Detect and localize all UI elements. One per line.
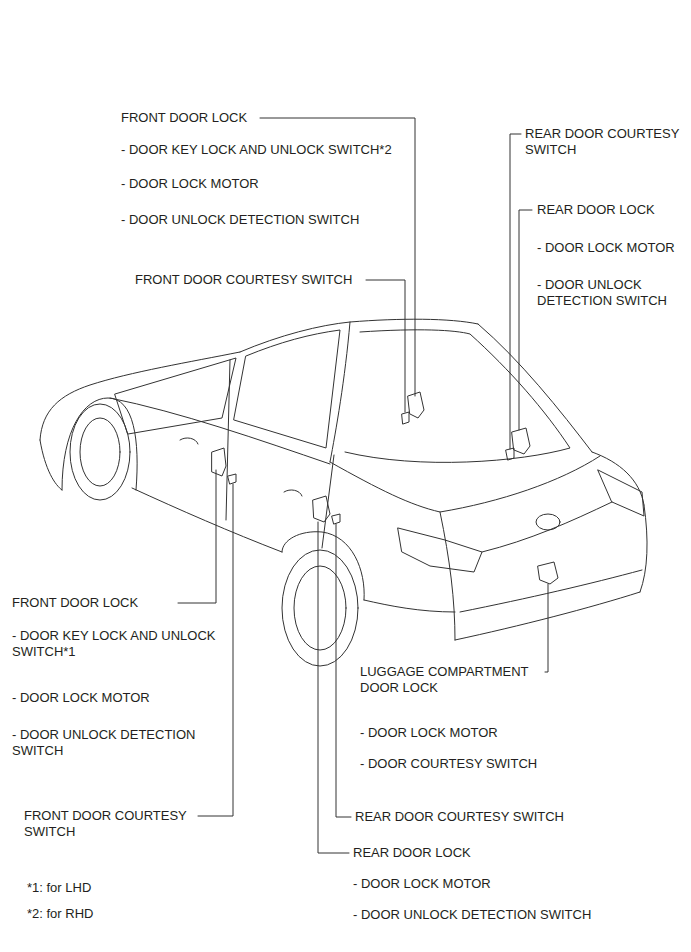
tail-light bbox=[398, 528, 482, 572]
courtesy-switch-part bbox=[402, 412, 409, 424]
part-label: FRONT DOOR COURTESY SWITCH bbox=[135, 272, 375, 288]
wheel bbox=[282, 550, 358, 666]
rear-bumper bbox=[460, 570, 642, 612]
leader-line bbox=[336, 524, 351, 817]
part-label: - DOOR UNLOCK DETECTION SWITCH bbox=[12, 727, 212, 759]
door-handle bbox=[284, 490, 302, 496]
leader-line bbox=[545, 584, 548, 672]
courtesy-switch-part bbox=[506, 448, 514, 460]
door-lock-part bbox=[212, 448, 226, 476]
rear-quarter bbox=[592, 452, 644, 505]
part-label: - DOOR LOCK MOTOR bbox=[353, 876, 553, 892]
rear-window-inner bbox=[345, 330, 570, 463]
part-label: REAR DOOR LOCK bbox=[537, 202, 682, 218]
rear-window bbox=[478, 324, 592, 452]
part-label: - DOOR UNLOCK DETECTION SWITCH bbox=[353, 907, 653, 923]
door-lock-part bbox=[408, 392, 424, 418]
part-label: - DOOR COURTESY SWITCH bbox=[360, 756, 580, 772]
part-label: REAR DOOR COURTESY SWITCH bbox=[525, 126, 688, 158]
side-window bbox=[115, 358, 236, 434]
trunk-line bbox=[482, 502, 612, 552]
leader-line bbox=[178, 470, 216, 603]
wheel bbox=[294, 566, 346, 650]
leader-line bbox=[260, 118, 415, 396]
rear-face bbox=[440, 512, 455, 640]
part-label: FRONT DOOR COURTESY SWITCH bbox=[24, 808, 196, 840]
emblem bbox=[536, 514, 560, 530]
car-roof bbox=[240, 319, 478, 352]
part-label: FRONT DOOR LOCK bbox=[12, 595, 182, 611]
leader-line bbox=[318, 522, 349, 853]
part-label: - DOOR KEY LOCK AND UNLOCK SWITCH*1 bbox=[12, 628, 228, 660]
part-label: - DOOR KEY LOCK AND UNLOCK SWITCH*2 bbox=[121, 142, 421, 158]
part-label: - DOOR LOCK MOTOR bbox=[121, 176, 361, 192]
tail-light bbox=[598, 470, 644, 516]
door-line bbox=[322, 455, 334, 548]
trunk-deck bbox=[330, 456, 600, 512]
wheel bbox=[80, 418, 120, 486]
part-label: REAR DOOR LOCK bbox=[353, 845, 553, 861]
leader-line bbox=[519, 210, 532, 430]
part-label: - DOOR UNLOCK DETECTION SWITCH bbox=[121, 212, 391, 228]
leader-line bbox=[366, 280, 405, 412]
side-window bbox=[234, 330, 340, 448]
rocker bbox=[132, 488, 282, 552]
body-side bbox=[364, 600, 455, 612]
courtesy-switch-part bbox=[228, 474, 236, 484]
courtesy-switch-part bbox=[332, 514, 340, 524]
part-label: *2: for RHD bbox=[27, 906, 177, 922]
wheel bbox=[70, 404, 130, 500]
part-label: *1: for LHD bbox=[27, 880, 177, 896]
part-label: - DOOR LOCK MOTOR bbox=[12, 690, 212, 706]
leader-line bbox=[198, 484, 233, 816]
part-label: - DOOR LOCK MOTOR bbox=[537, 240, 682, 256]
part-label: LUGGAGE COMPARTMENT DOOR LOCK bbox=[360, 664, 541, 696]
door-lock-part bbox=[313, 496, 330, 522]
part-label: FRONT DOOR LOCK bbox=[121, 110, 381, 126]
part-label: - DOOR UNLOCK DETECTION SWITCH bbox=[537, 277, 683, 309]
door-handle bbox=[180, 438, 198, 444]
car-body bbox=[40, 352, 240, 440]
belt-line bbox=[110, 398, 330, 464]
body-side bbox=[40, 440, 62, 490]
door-lock-part bbox=[512, 428, 530, 454]
part-label: REAR DOOR COURTESY SWITCH bbox=[355, 809, 605, 825]
door-line bbox=[226, 360, 230, 520]
luggage-lock-part bbox=[538, 562, 558, 584]
part-label: - DOOR LOCK MOTOR bbox=[360, 725, 560, 741]
rear-face bbox=[640, 505, 647, 592]
